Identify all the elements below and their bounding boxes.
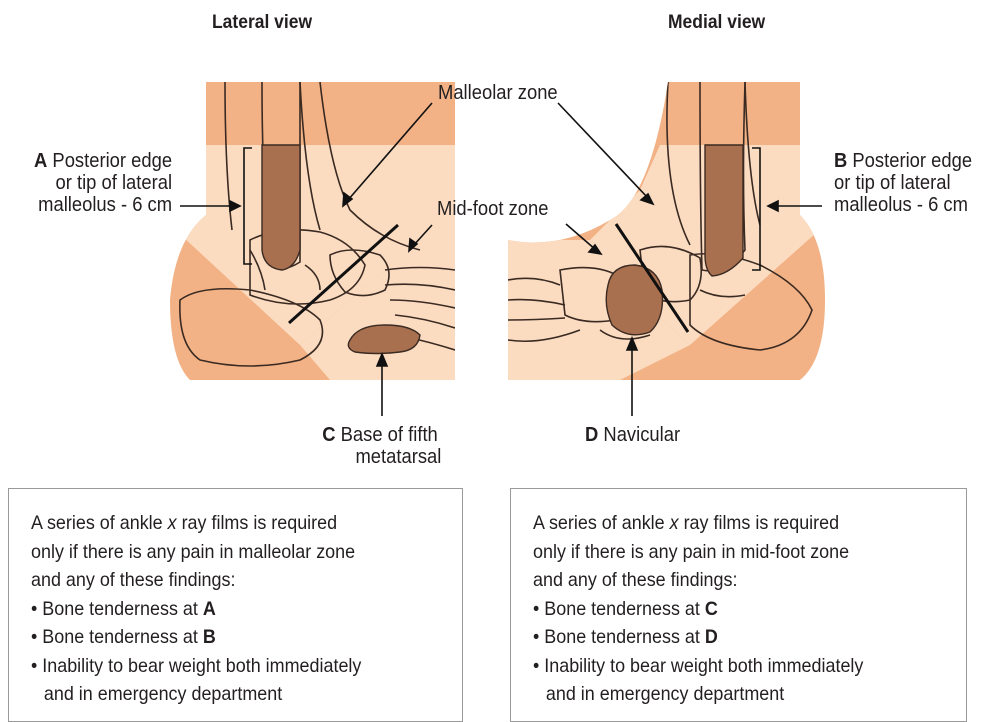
rule-left-line1-italic: x	[168, 512, 177, 534]
label-a-line1: Posterior edge	[47, 150, 172, 172]
rule-right-bullet3-cont: and in emergency department	[533, 680, 863, 709]
malleolar-zone-label: Malleolar zone	[438, 82, 558, 104]
rule-right-line3: and any of these findings:	[533, 566, 863, 595]
label-b-letter: B	[834, 150, 847, 172]
rule-right-bullet1: Bone tenderness at C	[533, 595, 863, 624]
label-d-line1: Navicular	[598, 424, 680, 446]
label-d: D Navicular	[585, 424, 680, 446]
label-a: A Posterior edge or tip of lateral malle…	[34, 150, 172, 216]
medial-malleolus-mark-b	[705, 145, 743, 276]
rule-right-line2: only if there is any pain in mid-foot zo…	[533, 538, 863, 567]
label-c: C Base of fifth metatarsal	[306, 424, 453, 468]
label-c-line1: Base of fifth	[336, 424, 438, 446]
rule-left-bullet3-cont: and in emergency department	[31, 680, 361, 709]
rule-left-bullet2: Bone tenderness at B	[31, 623, 361, 652]
rule-left-bullet1: Bone tenderness at A	[31, 595, 361, 624]
medial-foot-illustration	[508, 82, 825, 416]
label-b-line3: malleolus - 6 cm	[834, 194, 972, 216]
midfoot-zone-label: Mid-foot zone	[437, 198, 548, 220]
label-b: B Posterior edge or tip of lateral malle…	[834, 150, 972, 216]
midfoot-rule-text: A series of ankle x ray films is require…	[533, 509, 863, 709]
midfoot-rule-box: A series of ankle x ray films is require…	[510, 488, 967, 722]
label-a-line2: or tip of lateral	[34, 172, 172, 194]
rule-left-line1: A series of ankle	[31, 512, 168, 534]
label-b-line1: Posterior edge	[847, 150, 972, 172]
lateral-foot-illustration	[170, 82, 455, 416]
rule-right-bullet2: Bone tenderness at D	[533, 623, 863, 652]
rule-left-line1-rest: ray films is required	[177, 512, 338, 534]
ankle-diagram	[0, 0, 994, 480]
rule-left-line2: only if there is any pain in malleolar z…	[31, 538, 361, 567]
rule-right-line1: A series of ankle	[533, 512, 670, 534]
label-c-letter: C	[322, 424, 335, 446]
rule-left-line3: and any of these findings:	[31, 566, 361, 595]
rule-right-line1-rest: ray films is required	[679, 512, 840, 534]
lateral-malleolus-mark-a	[262, 145, 300, 270]
label-b-line2: or tip of lateral	[834, 172, 972, 194]
malleolar-rule-text: A series of ankle x ray films is require…	[31, 509, 361, 709]
rule-right-bullet3: Inability to bear weight both immediatel…	[533, 652, 863, 681]
malleolar-rule-box: A series of ankle x ray films is require…	[8, 488, 463, 722]
label-a-letter: A	[34, 150, 47, 172]
navicular-mark-d	[606, 265, 662, 335]
rule-right-line1-italic: x	[670, 512, 679, 534]
label-a-line3: malleolus - 6 cm	[34, 194, 172, 216]
label-c-line2: metatarsal	[306, 446, 453, 468]
label-d-letter: D	[585, 424, 598, 446]
rule-left-bullet3: Inability to bear weight both immediatel…	[31, 652, 361, 681]
